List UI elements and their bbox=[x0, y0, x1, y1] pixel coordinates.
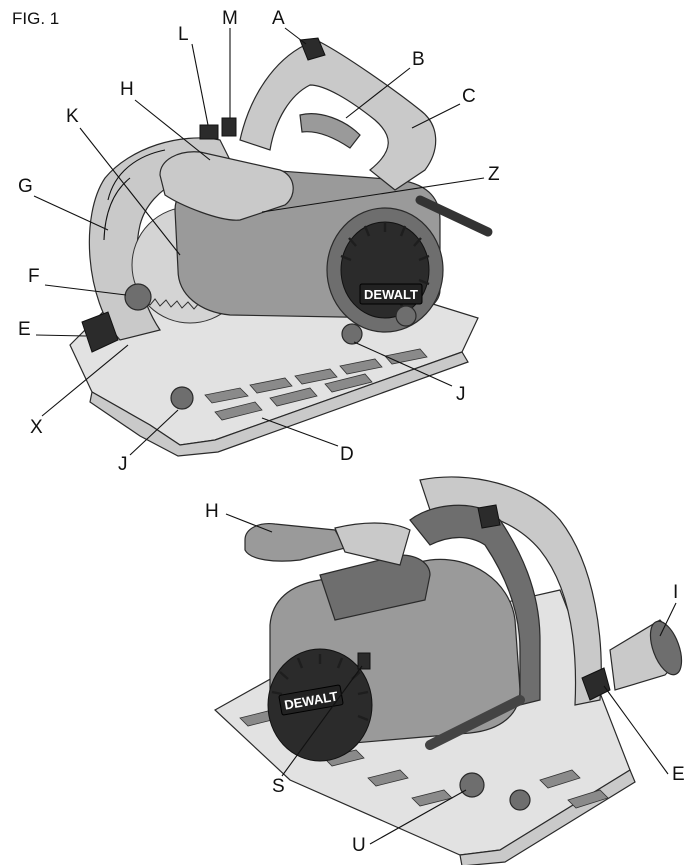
bottom-labels: H I E S U bbox=[205, 501, 685, 856]
brand-badge-top bbox=[359, 283, 423, 305]
label-I: I bbox=[673, 582, 678, 603]
knob-j-rear bbox=[341, 323, 363, 345]
power-cord bbox=[415, 195, 493, 237]
knob-j-front bbox=[170, 386, 194, 410]
label-J-rear: J bbox=[456, 384, 466, 405]
label-D: D bbox=[340, 444, 354, 465]
label-E-rear: E bbox=[672, 764, 685, 785]
vent-slots-rear bbox=[271, 654, 369, 722]
top-labels: A B C L M H K Z G F E X J J D bbox=[18, 8, 500, 475]
bevel-lever-e bbox=[81, 311, 119, 353]
saw-bottom-view: DEWALT bbox=[213, 476, 683, 865]
label-S: S bbox=[272, 776, 285, 797]
label-X: X bbox=[30, 417, 43, 438]
base-plate-edge-top bbox=[89, 351, 469, 457]
bevel-knob-f bbox=[124, 283, 152, 311]
blade-guard-rear bbox=[419, 476, 602, 706]
support-rod bbox=[425, 695, 525, 750]
label-F: F bbox=[28, 266, 40, 287]
brand-logo-top: DEWALT bbox=[364, 287, 418, 302]
label-L: L bbox=[178, 24, 189, 45]
label-J-front: J bbox=[118, 454, 128, 475]
figure-title: FIG. 1 bbox=[12, 9, 59, 28]
label-B: B bbox=[412, 49, 425, 70]
knob-rear bbox=[509, 789, 531, 811]
label-Z: Z bbox=[488, 164, 500, 185]
knob-j-right bbox=[395, 305, 417, 327]
label-C: C bbox=[462, 86, 476, 107]
label-G: G bbox=[18, 176, 33, 197]
guard-rib bbox=[107, 149, 166, 201]
depth-stop-l bbox=[199, 124, 219, 140]
depth-knob-u bbox=[459, 772, 485, 798]
handle-grip bbox=[299, 113, 361, 149]
label-E: E bbox=[18, 319, 31, 340]
dust-port-opening bbox=[649, 620, 683, 676]
base-plate-edge-bottom bbox=[459, 769, 636, 865]
switch-s bbox=[357, 652, 371, 670]
bevel-lever-e-rear bbox=[581, 667, 611, 701]
front-grip-handle bbox=[244, 523, 346, 562]
depth-stop-m bbox=[221, 117, 237, 137]
label-H-rear: H bbox=[205, 501, 219, 522]
saw-top-view: DEWALT bbox=[69, 37, 493, 457]
label-K: K bbox=[66, 106, 79, 127]
label-A: A bbox=[272, 8, 285, 29]
label-H: H bbox=[120, 79, 134, 100]
handle-release-lever bbox=[477, 504, 501, 529]
label-U: U bbox=[352, 835, 366, 856]
guard-rib bbox=[103, 177, 131, 241]
base-cutouts-top bbox=[204, 348, 428, 421]
label-M: M bbox=[222, 8, 238, 29]
front-grip-cap bbox=[334, 522, 411, 566]
main-handle-rear bbox=[409, 504, 541, 706]
front-knob-handle bbox=[159, 151, 294, 221]
